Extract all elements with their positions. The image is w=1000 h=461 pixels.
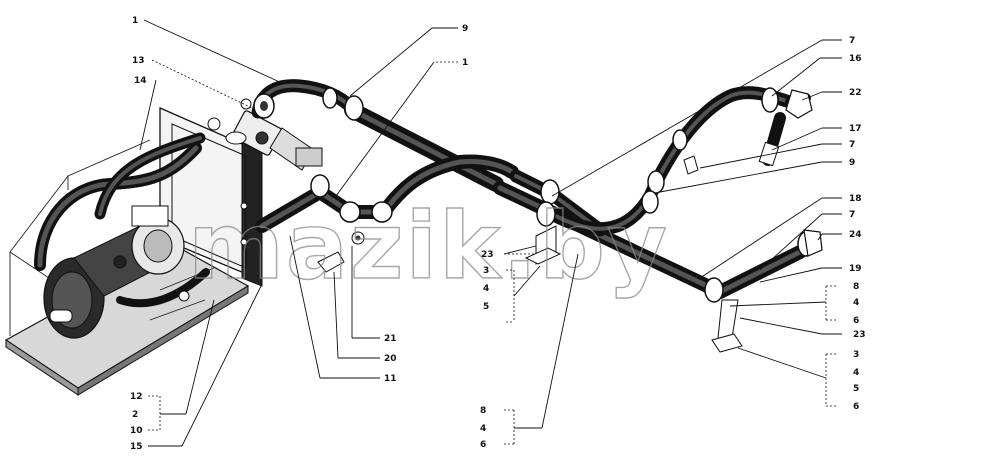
heater-unit	[4, 98, 323, 396]
callout-4-r2: 4	[853, 368, 859, 378]
callout-22: 22	[849, 88, 862, 98]
callout-19: 19	[849, 264, 862, 274]
callout-17: 17	[849, 124, 862, 134]
callout-9-top: 9	[462, 24, 468, 34]
callout-13: 13	[132, 56, 145, 66]
callout-6-r: 6	[853, 316, 859, 326]
callout-labels: 1 9 13 1 14 7 16 22 17 7 9 18 7 24 19 8 …	[130, 16, 866, 452]
callout-9-right: 9	[849, 158, 855, 168]
callout-23-r: 23	[853, 330, 866, 340]
callout-6-bot: 6	[480, 440, 486, 450]
callout-7-c: 7	[849, 210, 855, 220]
callout-5-r2: 5	[853, 384, 859, 394]
callout-4-bot: 4	[480, 424, 486, 434]
callout-24: 24	[849, 230, 862, 240]
callout-8-bot: 8	[480, 406, 486, 416]
callout-11: 11	[384, 374, 397, 384]
callout-7-b: 7	[849, 140, 855, 150]
callout-4-mid: 4	[483, 284, 489, 294]
callout-21: 21	[384, 334, 397, 344]
callout-8-r: 8	[853, 282, 859, 292]
callout-3-mid: 3	[483, 266, 489, 276]
callout-3-r2: 3	[853, 350, 859, 360]
callout-18: 18	[849, 194, 862, 204]
callout-2: 2	[132, 410, 138, 420]
callout-16: 16	[849, 54, 862, 64]
callout-7-top: 7	[849, 36, 855, 46]
callout-12: 12	[130, 392, 143, 402]
callout-5-mid: 5	[483, 302, 489, 312]
callout-1-mid: 1	[462, 58, 468, 68]
callout-4-r: 4	[853, 298, 859, 308]
callout-20: 20	[384, 354, 397, 364]
leader-lines	[139, 19, 842, 447]
callout-23-mid: 23	[481, 250, 494, 260]
callout-15: 15	[130, 442, 143, 452]
callout-10: 10	[130, 426, 143, 436]
watermark: mazik.by	[188, 193, 669, 300]
callout-6-r2: 6	[853, 402, 859, 412]
callout-14: 14	[134, 76, 147, 86]
callout-1-top: 1	[132, 16, 138, 26]
